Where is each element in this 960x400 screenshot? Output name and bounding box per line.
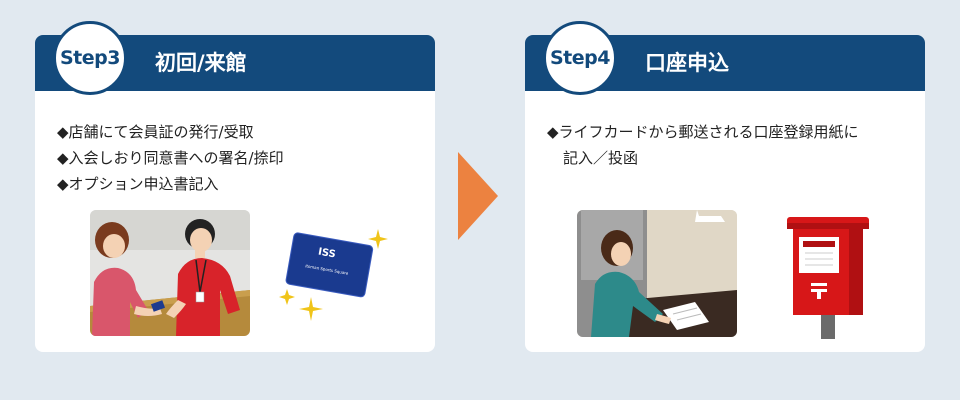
step4-bullet: ◆ライフカードから郵送される口座登録用紙に <box>547 123 859 141</box>
step4-badge: Step4 <box>543 21 617 95</box>
step3-bullet: ◆入会しおり同意書への署名/捺印 <box>57 149 284 167</box>
postbox-icon <box>787 217 869 339</box>
step3-bullet: ◆店舗にて会員証の発行/受取 <box>57 123 254 141</box>
next-step-arrow-icon <box>458 152 498 240</box>
step3-badge: Step3 <box>53 21 127 95</box>
step3-bullet-list: ◆店舗にて会員証の発行/受取 ◆入会しおり同意書への署名/捺印 ◆オプション申込… <box>57 119 427 197</box>
member-card-illustration <box>279 229 388 321</box>
step3-title: 初回/来館 <box>155 51 247 75</box>
step4-title: 口座申込 <box>645 51 729 75</box>
writing-form-photo <box>577 210 737 337</box>
reception-photo <box>90 210 250 336</box>
step3-bullet: ◆オプション申込書記入 <box>57 175 219 193</box>
step4-card: 口座申込 Step4 ◆ライフカードから郵送される口座登録用紙に 記入／投函 <box>525 21 925 352</box>
step4-bullet-list: ◆ライフカードから郵送される口座登録用紙に 記入／投函 <box>547 119 917 171</box>
step3-card: 初回/来館 Step3 ◆店舗にて会員証の発行/受取 ◆入会しおり同意書への署名… <box>35 21 435 352</box>
step4-bullet-continuation: 記入／投函 <box>563 149 639 167</box>
